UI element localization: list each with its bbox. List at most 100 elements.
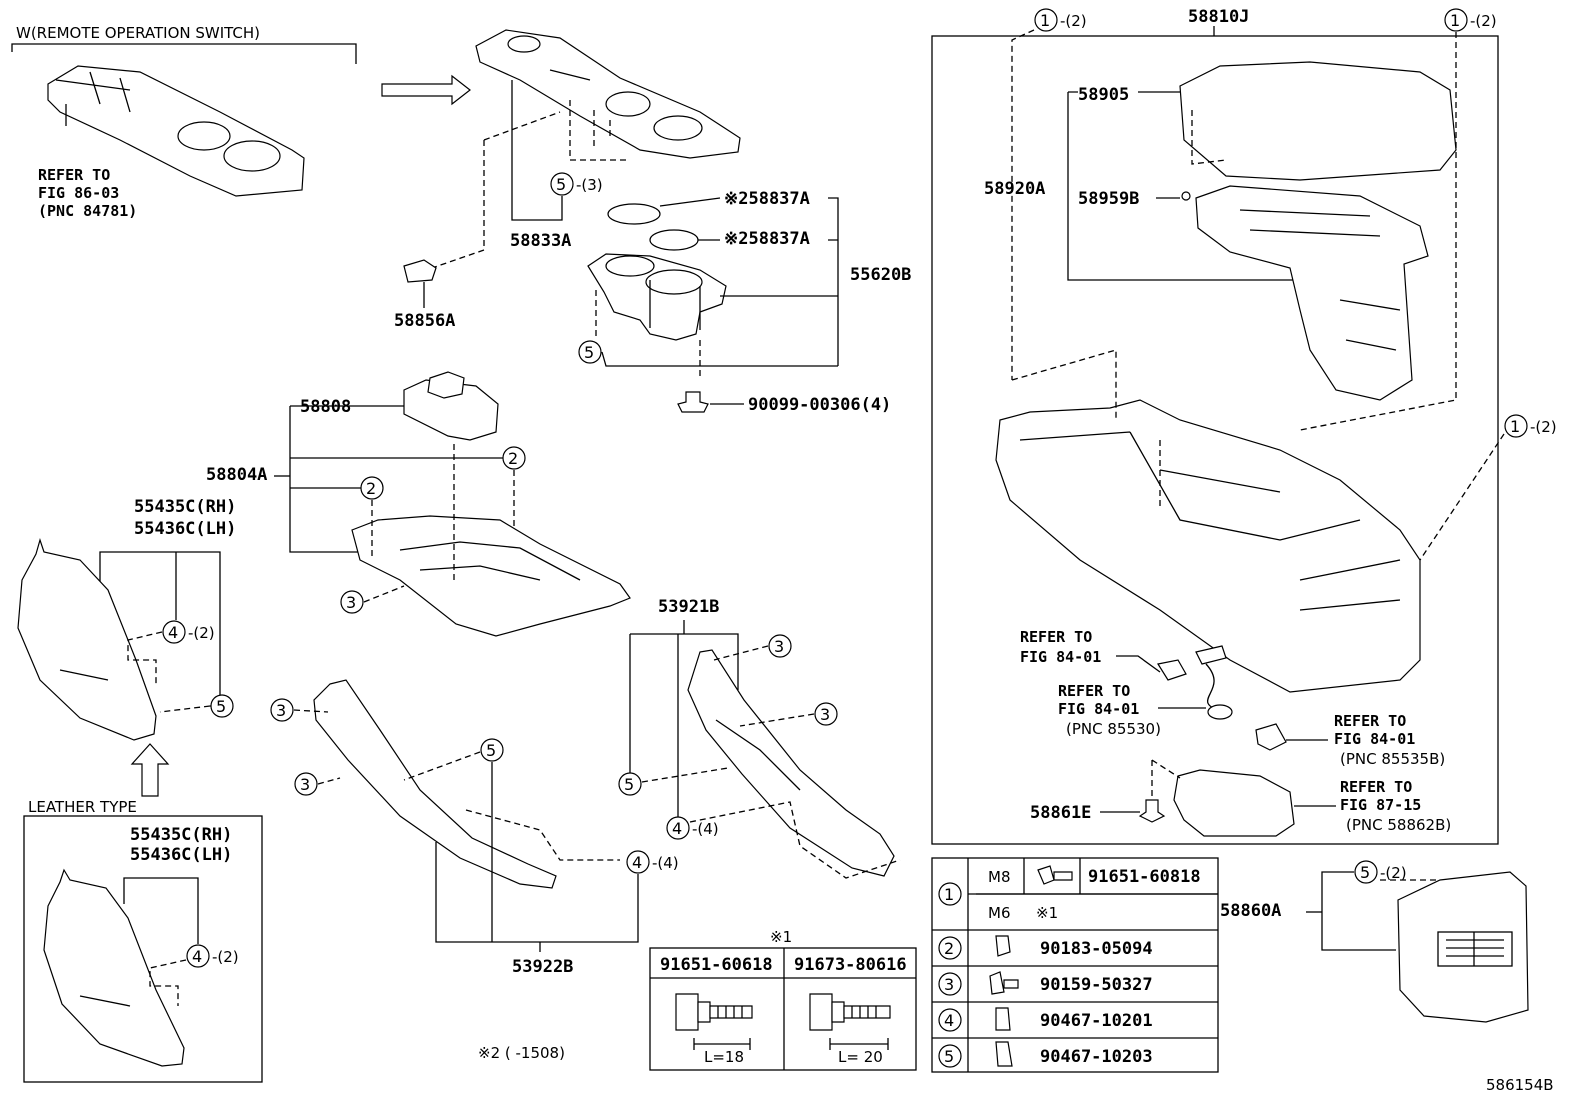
- refer-84-b1: REFER TO: [1058, 682, 1130, 700]
- part-55436C-leather: 55436C(LH): [130, 845, 232, 865]
- callout-4-2b: -(2): [212, 948, 239, 966]
- svg-text:3: 3: [774, 637, 784, 656]
- armrest-lid: [1179, 61, 1457, 181]
- refer-86-line1: REFER TO: [38, 166, 110, 184]
- part-55620B: 55620B: [850, 265, 911, 285]
- part-58808: 58808: [300, 397, 351, 417]
- svg-text:5: 5: [556, 175, 566, 194]
- clip-2-icon: [995, 935, 1011, 957]
- leather-type-box: 55435C(RH) 55436C(LH) 4 -(2): [23, 815, 263, 1083]
- refer-84-b3: (PNC 85530): [1066, 720, 1161, 738]
- part-55435C: 55435C(RH): [134, 497, 236, 517]
- fastener-row6-part: 90467-10203: [1040, 1047, 1153, 1067]
- svg-text:4: 4: [672, 819, 682, 838]
- upper-panel-group: 5 -(3) 58833A 58856A: [394, 29, 741, 331]
- fastener-table: 1 M8 91651-60818 M6 ※1 2 90183-05094 3 9…: [931, 857, 1219, 1073]
- bolt-icon-2: [809, 993, 891, 1050]
- console-box-group: 58810J 1 -(2) 1 -(2) 1 -(2) 58905 58920A…: [931, 7, 1557, 845]
- refer-84-b2: FIG 84-01: [1058, 700, 1139, 718]
- bolt-icon-1: [675, 993, 753, 1050]
- refer-87-1: REFER TO: [1340, 778, 1412, 796]
- svg-text:5: 5: [486, 741, 496, 760]
- callout-4-4b: -(4): [692, 820, 719, 838]
- part-58959B: 58959B: [1078, 189, 1139, 209]
- svg-text:1: 1: [944, 885, 954, 904]
- svg-text:2: 2: [366, 479, 376, 498]
- fastener-row1-size: M8: [988, 868, 1011, 886]
- arrow-right-icon: [381, 74, 471, 106]
- part-58810J: 58810J: [1188, 7, 1249, 27]
- callout-5-3: -(3): [576, 176, 603, 194]
- refer-84-c3: (PNC 85535B): [1340, 750, 1445, 768]
- refer-86-line2: FIG 86-03: [38, 184, 119, 202]
- svg-text:2: 2: [944, 939, 954, 958]
- part-53922B: 53922B: [512, 957, 573, 977]
- callout-1-2a: -(2): [1060, 12, 1087, 30]
- refer-84-c1: REFER TO: [1334, 712, 1406, 730]
- fastener-row2-size: M6: [988, 904, 1011, 922]
- refer-84-a1: REFER TO: [1020, 628, 1092, 646]
- footnote: ※2 ( -1508): [478, 1044, 565, 1062]
- fastener-row3-part: 90183-05094: [1040, 939, 1153, 959]
- svg-text:3: 3: [300, 775, 310, 794]
- fastener-row1-part: 91651-60818: [1088, 867, 1201, 887]
- part-55435C-leather: 55435C(RH): [130, 825, 232, 845]
- figure-id: 586154B: [1486, 1076, 1554, 1094]
- svg-text:4: 4: [192, 947, 202, 966]
- svg-text:1: 1: [1510, 417, 1520, 436]
- refer-84-a2: FIG 84-01: [1020, 648, 1101, 666]
- part-58837A-2: ※258837A: [724, 229, 810, 249]
- leather-type-label: LEATHER TYPE: [28, 798, 137, 816]
- refer-86-line3: (PNC 84781): [38, 202, 137, 220]
- console-body: [995, 399, 1421, 693]
- svg-text:4: 4: [168, 623, 178, 642]
- svg-text:3: 3: [944, 975, 954, 994]
- part-55436C: 55436C(LH): [134, 519, 236, 539]
- fastener-row2-part: ※1: [1036, 904, 1058, 922]
- lid-hinge: [1195, 185, 1429, 401]
- rear-vent-panel: [1397, 871, 1529, 1023]
- refer-84-c2: FIG 84-01: [1334, 730, 1415, 748]
- bolt-table-title: ※1: [770, 928, 792, 946]
- svg-text:5: 5: [584, 343, 594, 362]
- callout-1-2b: -(2): [1470, 12, 1497, 30]
- part-53921B: 53921B: [658, 597, 719, 617]
- screw-90099: [677, 391, 709, 413]
- console-tray: [1173, 769, 1295, 837]
- callout-1-2c: -(2): [1530, 418, 1557, 436]
- svg-text:5: 5: [216, 697, 226, 716]
- part-58856A: 58856A: [394, 311, 455, 331]
- part-58861E: 58861E: [1030, 803, 1091, 823]
- side-panel-53922B-group: 3 3 5 4 -(4) 53922B: [270, 679, 679, 977]
- svg-text:4: 4: [632, 853, 642, 872]
- callout-4-2a: -(2): [188, 624, 215, 642]
- svg-text:1: 1: [1040, 11, 1050, 30]
- bolt-col1: 91651-60618: [660, 955, 773, 975]
- refer-87-3: (PNC 58862B): [1346, 816, 1451, 834]
- clip-58856A: [403, 259, 437, 283]
- part-58860A: 58860A: [1220, 901, 1281, 921]
- refer-87-2: FIG 87-15: [1340, 796, 1421, 814]
- svg-text:3: 3: [346, 593, 356, 612]
- screw-3-icon: [989, 971, 1019, 995]
- svg-text:5: 5: [944, 1047, 954, 1066]
- rear-vent-group: 5 -(2) 58860A: [1220, 860, 1529, 1023]
- svg-text:2: 2: [508, 449, 518, 468]
- callout-4-4a: -(4): [652, 854, 679, 872]
- svg-text:1: 1: [1450, 11, 1460, 30]
- svg-text:5: 5: [1360, 863, 1370, 882]
- side-panel-upper-group: 55435C(RH) 55436C(LH) 4 -(2) 5 LEATHER T…: [17, 497, 236, 816]
- bolt-col2: 91673-80616: [794, 955, 907, 975]
- bolt-table: ※1 91651-60618 91673-80616 L=18 L= 20: [649, 928, 917, 1071]
- clip-58861E: [1138, 799, 1166, 823]
- part-58920A: 58920A: [984, 179, 1045, 199]
- remote-switch-group: W(REMOTE OPERATION SWITCH) REFER TO FIG …: [11, 24, 471, 220]
- svg-text:4: 4: [944, 1011, 954, 1030]
- part-58833A: 58833A: [510, 231, 571, 251]
- bolt-len1: L=18: [704, 1048, 744, 1066]
- part-90099: 90099-00306(4): [748, 395, 891, 415]
- clip-4-icon: [995, 1007, 1011, 1031]
- part-58804A: 58804A: [206, 465, 267, 485]
- tray-group: 58808 2 2 58804A 3: [206, 371, 631, 637]
